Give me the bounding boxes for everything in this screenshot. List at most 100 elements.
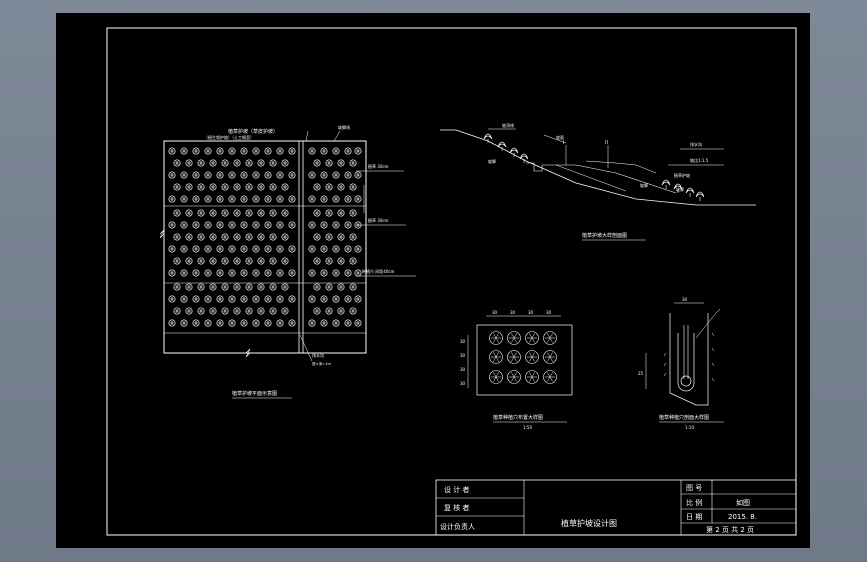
section-callout-4: 坡比1:1.5 bbox=[690, 157, 709, 163]
planting-pit-icon bbox=[354, 195, 362, 203]
planting-pit-icon bbox=[349, 307, 357, 315]
title-block-outline bbox=[435, 479, 797, 536]
planting-pit-icon bbox=[281, 159, 289, 167]
title-block: 设 计 者 复 核 者 设计负责人 植草护坡设计图 图 号 比 例 如图 日 期… bbox=[435, 479, 797, 536]
planting-pit-icon bbox=[216, 319, 224, 327]
planting-pit-icon bbox=[216, 147, 224, 155]
grid-dim-top-label: 30 bbox=[546, 310, 552, 315]
planting-pit-icon bbox=[180, 245, 188, 253]
planting-pit-icon bbox=[168, 269, 176, 277]
planting-pit-icon bbox=[276, 147, 284, 155]
planting-pit-icon bbox=[325, 159, 333, 167]
plan-header-right: 坡脚线 bbox=[338, 124, 350, 130]
planting-pit-icon bbox=[221, 209, 229, 217]
shrub-icon bbox=[695, 191, 705, 201]
planting-pit-icon bbox=[288, 171, 296, 179]
section-mark-2: II bbox=[605, 140, 608, 146]
planting-pit-icon bbox=[257, 183, 265, 191]
plan-bottom-leader bbox=[299, 334, 313, 362]
planting-pit-icon bbox=[320, 245, 328, 253]
section-callout-3: 排水沟 bbox=[690, 141, 702, 147]
planting-pit-icon bbox=[197, 307, 205, 315]
planting-pit-icon bbox=[221, 183, 229, 191]
planting-pit-icon bbox=[252, 245, 260, 253]
planting-pit-icon bbox=[337, 159, 345, 167]
planting-pit-icon bbox=[245, 209, 253, 217]
plan-callout-1: 植草 30cm bbox=[368, 163, 389, 169]
shrub-icon bbox=[519, 153, 529, 163]
planting-pit-icon bbox=[325, 307, 333, 315]
planting-pit-icon bbox=[288, 319, 296, 327]
planting-pit-icon bbox=[489, 350, 503, 364]
planting-pit-icon bbox=[185, 183, 193, 191]
grid-dim-left-label: 30 bbox=[460, 353, 466, 358]
planting-pit-icon bbox=[281, 307, 289, 315]
planting-pit-icon bbox=[240, 171, 248, 179]
planting-pit-icon bbox=[349, 183, 357, 191]
grid-dim-left-label: 30 bbox=[460, 381, 466, 386]
pit-root-ball bbox=[680, 375, 692, 387]
planting-pit-icon bbox=[344, 221, 352, 229]
planting-pit-icon bbox=[313, 307, 321, 315]
planting-pit-icon bbox=[344, 195, 352, 203]
plan-header-leader-2 bbox=[333, 130, 341, 142]
planting-pit-icon bbox=[313, 159, 321, 167]
planting-pit-icon bbox=[168, 245, 176, 253]
grid-caption: 植草种植穴布置大样图 bbox=[493, 414, 543, 421]
planting-pit-icon bbox=[288, 147, 296, 155]
planting-pit-icon bbox=[325, 183, 333, 191]
planting-pit-icon bbox=[349, 233, 357, 241]
grid-dim-left-label: 30 bbox=[460, 367, 466, 372]
planting-pit-icon bbox=[228, 147, 236, 155]
planting-pit-icon bbox=[192, 171, 200, 179]
planting-pit-icon bbox=[180, 269, 188, 277]
planting-pit-icon bbox=[344, 147, 352, 155]
planting-pit-icon bbox=[264, 195, 272, 203]
planting-pit-icon bbox=[252, 171, 260, 179]
scale-label: 比 例 bbox=[686, 498, 702, 507]
plan-bottom-callout-sub: 宽×深=1m bbox=[312, 361, 331, 366]
planting-pit-icon bbox=[197, 183, 205, 191]
date-label: 日 期 bbox=[686, 513, 702, 521]
section-callout-1: 坡顶线 bbox=[502, 122, 514, 128]
pit-detail: 30 25 植草种植穴剖面大样图 1:10 bbox=[638, 297, 724, 430]
planting-pit-icon bbox=[240, 295, 248, 303]
shrub-icon bbox=[673, 183, 683, 193]
planting-pit-icon bbox=[252, 295, 260, 303]
planting-pit-icon bbox=[197, 159, 205, 167]
section-caption: 植草护坡大样剖面图 bbox=[582, 232, 627, 239]
planting-pit-icon bbox=[354, 171, 362, 179]
section-callout-leader-2 bbox=[543, 134, 567, 144]
planting-pit-icon bbox=[252, 319, 260, 327]
planting-pit-icon bbox=[288, 221, 296, 229]
planting-pit-icon bbox=[216, 295, 224, 303]
planting-pit-icon bbox=[216, 245, 224, 253]
plan-view: 植草护坡（草皮护坡） （植生袋护坡）（土工格室） 坡脚线 植草 30cm 植草 … bbox=[159, 124, 416, 399]
planting-pit-icon bbox=[180, 195, 188, 203]
planting-pit-icon bbox=[173, 209, 181, 217]
planting-pit-icon bbox=[197, 209, 205, 217]
planting-pit-icon bbox=[337, 283, 345, 291]
planting-pit-icon bbox=[281, 283, 289, 291]
plan-header-leader bbox=[305, 130, 309, 142]
planting-pit-icon bbox=[320, 269, 328, 277]
planting-pit-icon bbox=[192, 245, 200, 253]
grid-dim-top-label: 30 bbox=[528, 310, 534, 315]
planting-pit-icon bbox=[209, 209, 217, 217]
pit-dim-left: 25 bbox=[638, 371, 644, 376]
planting-pit-icon bbox=[221, 257, 229, 265]
planting-pit-icon bbox=[228, 171, 236, 179]
section-mark-1: I bbox=[563, 140, 564, 146]
planting-pit-icon bbox=[344, 269, 352, 277]
planting-pit-icon bbox=[308, 295, 316, 303]
planting-pit-icon bbox=[180, 319, 188, 327]
planting-pit-icon bbox=[276, 221, 284, 229]
planting-pit-icon bbox=[308, 195, 316, 203]
planting-pit-icon bbox=[308, 319, 316, 327]
plan-callout-3: 种植穴 间距40cm bbox=[362, 268, 395, 274]
planting-pit-icon bbox=[233, 183, 241, 191]
planting-pit-icon bbox=[507, 331, 521, 345]
plan-bottom-callout: 排水沟 bbox=[312, 352, 324, 358]
sheet-info: 第 2 页 共 2 页 bbox=[706, 525, 754, 534]
